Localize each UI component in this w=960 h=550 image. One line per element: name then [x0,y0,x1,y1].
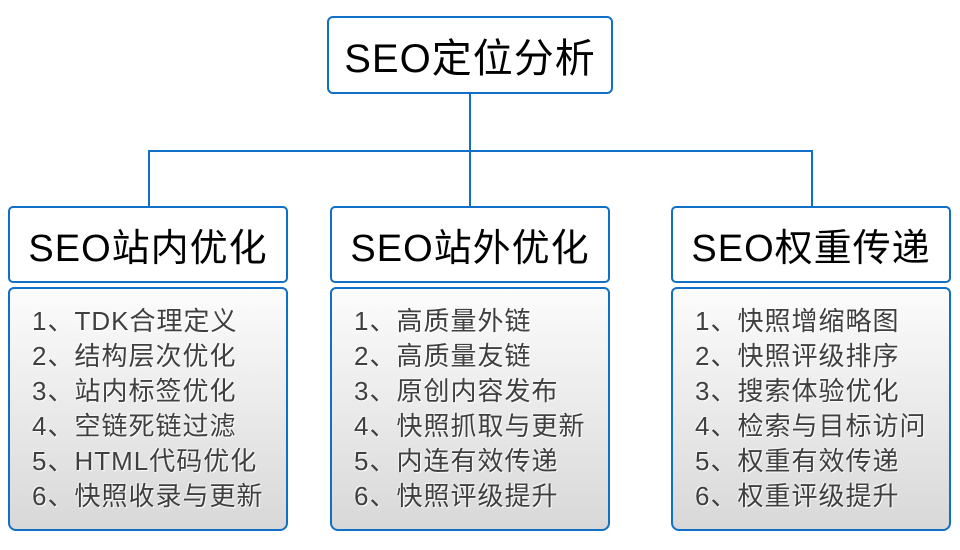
list-item: 5、HTML代码优化 [32,446,258,476]
connector-drop-right [811,150,813,206]
branch-weight: SEO权重传递 1、快照增缩略图 2、快照评级排序 3、搜索体验优化 4、检索与… [671,206,951,531]
list-item: 3、原创内容发布 [354,376,559,406]
list-item: 5、权重有效传递 [695,446,900,476]
root-node-label: SEO定位分析 [344,37,596,81]
list-item: 4、空链死链过滤 [32,411,237,441]
list-item: 4、检索与目标访问 [695,411,927,441]
connector-horizontal-rail [148,150,813,152]
branch-offsite: SEO站外优化 1、高质量外链 2、高质量友链 3、原创内容发布 4、快照抓取与… [330,206,610,531]
connector-drop-middle [469,150,471,206]
branch-weight-title: SEO权重传递 [691,228,931,270]
branch-onsite-header: SEO站内优化 [8,206,288,283]
list-item: 2、高质量友链 [354,341,532,371]
list-item: 5、内连有效传递 [354,446,559,476]
branch-onsite: SEO站内优化 1、TDK合理定义 2、结构层次优化 3、站内标签优化 4、空链… [8,206,288,531]
list-item: 3、站内标签优化 [32,376,237,406]
list-item: 6、权重评级提升 [695,481,900,511]
list-item: 3、搜索体验优化 [695,376,900,406]
list-item: 2、快照评级排序 [695,341,900,371]
list-item: 2、结构层次优化 [32,341,237,371]
list-item: 1、高质量外链 [354,306,532,336]
list-item: 1、快照增缩略图 [695,306,900,336]
branch-weight-list: 1、快照增缩略图 2、快照评级排序 3、搜索体验优化 4、检索与目标访问 5、权… [671,287,951,531]
branch-offsite-title: SEO站外优化 [350,228,590,270]
connector-drop-left [148,150,150,206]
list-item: 6、快照收录与更新 [32,481,264,511]
list-item: 4、快照抓取与更新 [354,411,586,441]
list-item: 6、快照评级提升 [354,481,559,511]
branch-offsite-header: SEO站外优化 [330,206,610,283]
branch-onsite-list: 1、TDK合理定义 2、结构层次优化 3、站内标签优化 4、空链死链过滤 5、H… [8,287,288,531]
branch-offsite-list: 1、高质量外链 2、高质量友链 3、原创内容发布 4、快照抓取与更新 5、内连有… [330,287,610,531]
branch-weight-header: SEO权重传递 [671,206,951,283]
list-item: 1、TDK合理定义 [32,306,238,336]
branch-onsite-title: SEO站内优化 [28,228,268,270]
connector-root-stem [469,94,471,151]
root-node: SEO定位分析 [327,16,613,94]
